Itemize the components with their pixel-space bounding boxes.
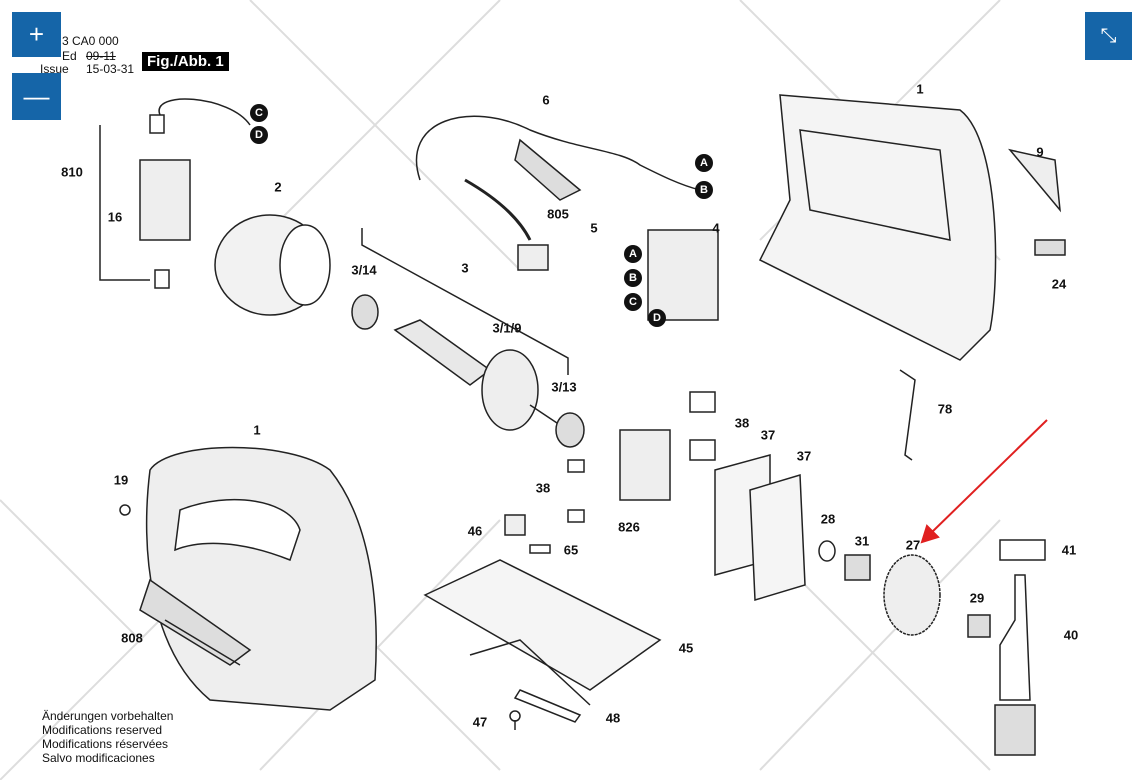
modification-notes: Änderungen vorbehalten Modifications res… [42, 709, 173, 765]
compress-icon: ⤡ [1100, 24, 1117, 47]
connector-marker: D [648, 309, 666, 327]
exit-fullscreen-button[interactable]: ⤡ [1085, 12, 1132, 60]
connector-marker: D [250, 126, 268, 144]
part-outlines [99, 94, 1066, 756]
part-number-label: 37 [760, 427, 776, 443]
part-number-label: 78 [937, 401, 953, 417]
part-number-label: 41 [1061, 542, 1077, 558]
minus-icon: — [23, 81, 50, 111]
part-number-label: 38 [535, 480, 551, 496]
drawing-code: 3 CA0 000 [62, 34, 119, 48]
part-number-label: 4 [712, 220, 720, 236]
part-number-label: 31 [854, 533, 870, 549]
connector-marker: B [695, 181, 713, 199]
part-number-label: 45 [678, 640, 694, 656]
part-number-label: 805 [547, 206, 569, 222]
note-de: Änderungen vorbehalten [42, 709, 174, 723]
part-number-label: 16 [107, 209, 123, 225]
part-number-label: 24 [1051, 276, 1067, 292]
connector-marker: A [695, 154, 713, 172]
part-number-label: 27 [905, 537, 921, 553]
part-number-label: 29 [969, 590, 985, 606]
highlight-arrow [920, 419, 1048, 544]
part-number-label: 40 [1063, 627, 1079, 643]
part-number-label: 3/13 [551, 379, 577, 395]
issue-value: 15-03-31 [86, 62, 135, 76]
note-es: Salvo modificaciones [42, 751, 155, 765]
connector-marker: C [250, 104, 268, 122]
part-number-label: 9 [1036, 144, 1044, 160]
part-number-label: 5 [590, 220, 598, 236]
part-number-label: 47 [472, 714, 488, 730]
part-number-label: 28 [820, 511, 836, 527]
part-number-label: 3 [461, 260, 469, 276]
part-number-label: 826 [618, 519, 640, 535]
part-number-label: 808 [121, 630, 143, 646]
ed-value: 09-11 [86, 49, 116, 63]
part-number-label: 3/1/9 [492, 320, 522, 336]
part-number-label: 38 [734, 415, 750, 431]
part-number-label: 48 [605, 710, 621, 726]
zoom-out-button[interactable]: — [12, 73, 61, 120]
figure-label: Fig./Abb. 1 [142, 52, 229, 71]
part-number-label: 37 [796, 448, 812, 464]
part-number-label: 3/14 [351, 262, 377, 278]
ed-label: Ed [62, 49, 77, 63]
part-number-label: 46 [467, 523, 483, 539]
part-number-label: 19 [113, 472, 129, 488]
part-number-label: 810 [61, 164, 83, 180]
connector-marker: C [624, 293, 642, 311]
connector-marker: A [624, 245, 642, 263]
note-en: Modifications reserved [42, 723, 163, 737]
plus-icon: + [28, 19, 45, 49]
part-number-label: 1 [253, 422, 261, 438]
connector-marker: B [624, 269, 642, 287]
part-number-label: 6 [542, 92, 550, 108]
part-number-label: 1 [916, 81, 924, 97]
part-number-label: 2 [274, 179, 282, 195]
note-fr: Modifications réservées [42, 737, 169, 751]
issue-label: Issue [40, 62, 69, 76]
part-number-label: 65 [563, 542, 579, 558]
zoom-in-button[interactable]: + [12, 12, 61, 57]
